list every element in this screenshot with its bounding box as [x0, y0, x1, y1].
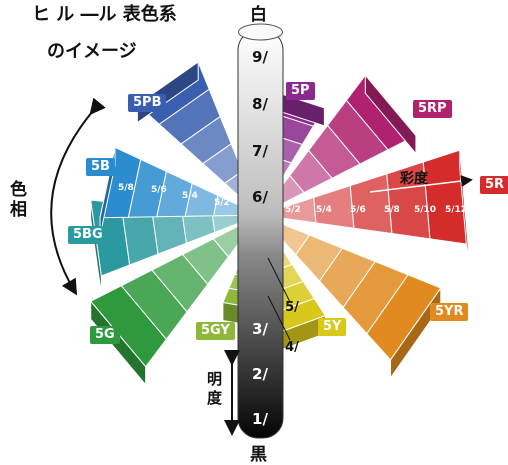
value-1: 1/: [252, 410, 268, 428]
chroma-left-1: 5/8: [118, 183, 134, 193]
hue-label-5bg: 5BG: [68, 226, 108, 244]
value-5-pointer: [267, 257, 291, 303]
value-5: 5/: [285, 300, 299, 315]
value-2: 2/: [252, 365, 268, 383]
value-4-pointer: [267, 295, 291, 341]
hue-label-5rp: 5RP: [413, 100, 452, 118]
hue-label-5y: 5Y: [318, 318, 347, 336]
chroma-axis-label: 彩度: [400, 171, 428, 187]
hue-label-5pb: 5PB: [128, 94, 167, 112]
hue-blade-5yr-end-face: [389, 286, 442, 380]
white-label: 白: [250, 5, 267, 25]
hue-blade-5r-step-3: [349, 173, 393, 235]
value-axis-label: 明 度: [207, 370, 223, 407]
hue-label-5b: 5B: [86, 158, 115, 176]
hue-label-5yr: 5YR: [430, 303, 469, 321]
hue-blade-5rp-end-face: [364, 73, 417, 155]
value-7: 7/: [252, 142, 268, 160]
chroma-right-2: 5/4: [316, 205, 332, 215]
title-line-2: のイメージ: [47, 41, 137, 62]
chroma-right-4: 5/8: [384, 205, 400, 215]
value-6: 6/: [252, 188, 268, 206]
hue-label-5g: 5G: [90, 326, 120, 344]
chroma-right-3: 5/6: [350, 205, 366, 215]
value-4: 4/: [285, 340, 299, 355]
black-label: 黒: [250, 445, 267, 465]
chroma-left-3: 5/4: [182, 191, 198, 201]
hue-axis-label: 色 相: [10, 180, 27, 220]
value-9: 9/: [252, 48, 268, 66]
chroma-left-4: 5/2: [214, 198, 230, 208]
title-line-1: ヒ ル ―ル 表色系: [32, 4, 177, 25]
value-3: 3/: [252, 320, 268, 338]
value-8: 8/: [252, 95, 268, 113]
chroma-right-5: 5/10: [414, 205, 437, 215]
chroma-left-2: 5/6: [151, 185, 167, 195]
chroma-right-1: 5/2: [285, 205, 301, 215]
chroma-arrow: [369, 175, 473, 193]
hue-label-5gy: 5GY: [196, 322, 235, 340]
hue-label-5p: 5P: [286, 82, 315, 100]
hue-arc-arrow: [50, 97, 106, 296]
hue-label-5r: 5R: [480, 176, 508, 194]
chroma-right-6: 5/12: [445, 205, 468, 215]
